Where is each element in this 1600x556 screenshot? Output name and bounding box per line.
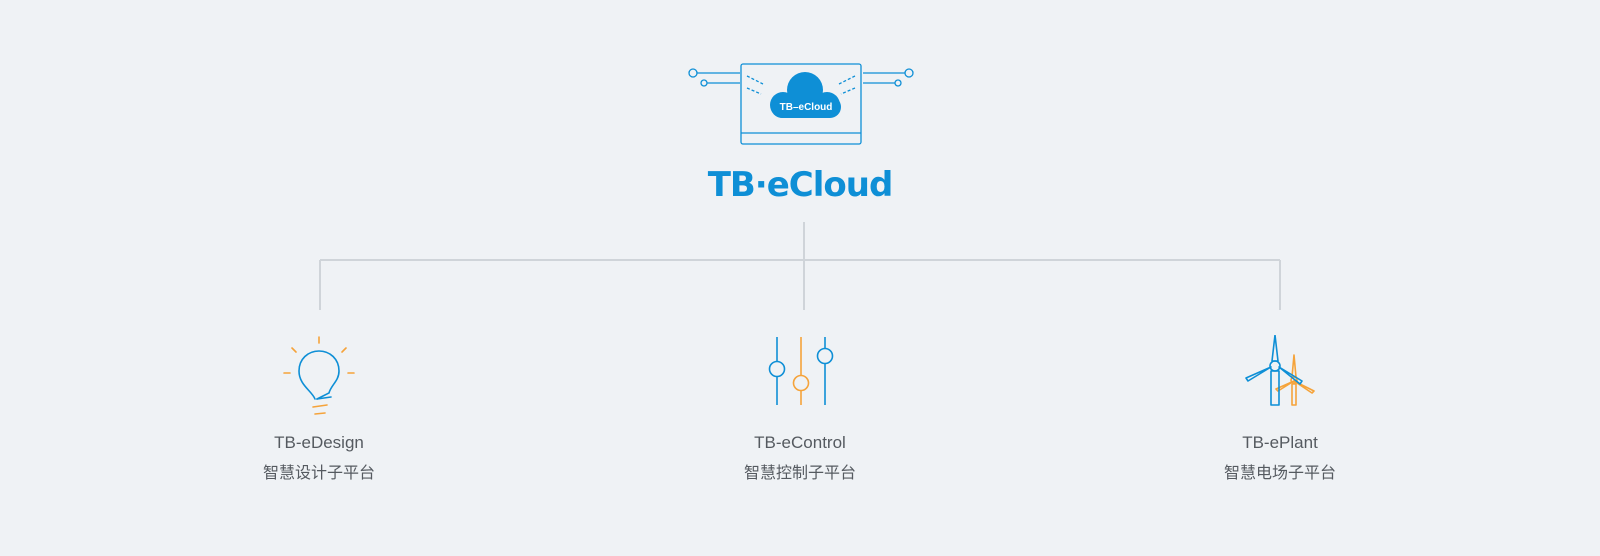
brand-logo: TB·eCloud [707, 165, 894, 205]
platform-name: TB-eDesign [274, 433, 364, 452]
lightbulb-icon [283, 336, 355, 415]
platform-card-eplant: TB-ePlant 智慧电场子平台 [1170, 335, 1390, 483]
platform-description: 智慧电场子平台 [1223, 463, 1336, 482]
cloud-server-icon: TB–eCloud [688, 63, 914, 145]
platform-description: 智慧设计子平台 [262, 463, 375, 482]
platform-card-econtrol: TB-eControl 智慧控制子平台 [690, 335, 910, 483]
platform-description: 智慧控制子平台 [743, 463, 856, 482]
cloud-label: TB–eCloud [780, 102, 833, 113]
platform-name: TB-eControl [754, 433, 846, 452]
platform-card-edesign: TB-eDesign 智慧设计子平台 [209, 335, 429, 483]
platform-name: TB-ePlant [1242, 433, 1318, 452]
wind-turbine-icon [1245, 335, 1315, 406]
sliders-icon [768, 337, 834, 405]
